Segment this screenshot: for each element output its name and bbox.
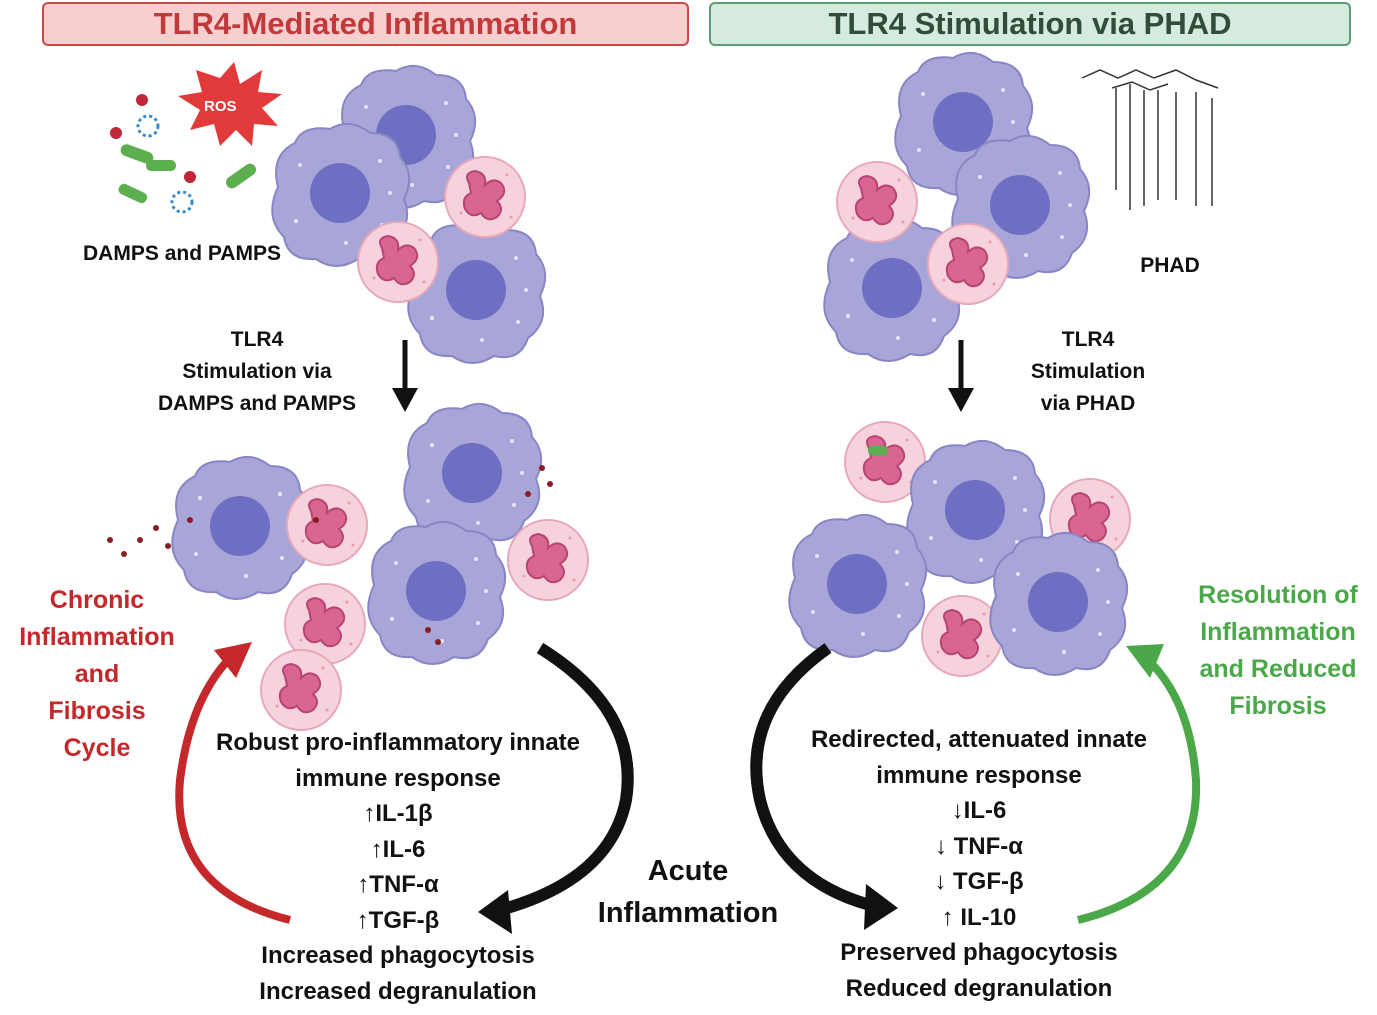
right-arrow-label-line: TLR4 — [1061, 328, 1115, 351]
resolution-cycle-arrow — [1077, 657, 1201, 924]
ros-label: ROS — [204, 98, 237, 115]
response-line: Preserved phagocytosis — [840, 939, 1118, 966]
neutrophil-cell — [921, 595, 1003, 677]
left-arrow-label-line: TLR4 — [230, 328, 284, 351]
down-arrow-left — [392, 340, 418, 412]
cycle-label-line: Resolution of — [1198, 581, 1358, 609]
neutrophil-cell — [260, 649, 342, 731]
right-panel-title: TLR4 Stimulation via PHAD — [709, 2, 1351, 46]
damps-pamps-label: DAMPS and PAMPS — [83, 242, 281, 265]
response-line: Reduced degranulation — [845, 974, 1113, 1002]
phad-molecule-icon — [1081, 69, 1219, 210]
neutrophil-cell — [444, 156, 526, 238]
left-response-block: Robust pro-inflammatory innate immune re… — [178, 725, 618, 1009]
left-arrow-label: TLR4 Stimulation via DAMPS and PAMPS — [140, 324, 374, 420]
left-pathogen-cluster — [110, 94, 257, 214]
response-line: Increased degranulation — [259, 977, 537, 1005]
neutrophil-cell — [927, 223, 1009, 305]
phad-label: PHAD — [1140, 254, 1200, 277]
cytokine-line: ↑ IL-10 — [941, 903, 1017, 931]
cytokine-line: ↑IL-1β — [363, 800, 433, 827]
cycle-label-line: Fibrosis — [1229, 692, 1327, 720]
neutrophil-cell — [357, 221, 439, 303]
down-arrow-right — [948, 340, 974, 412]
right-acute-arrow — [750, 643, 872, 911]
left-granule-spray — [107, 465, 553, 645]
response-line: Redirected, attenuated innate — [810, 726, 1148, 753]
left-arrow-label-line: Stimulation via — [182, 360, 332, 383]
chronic-cycle-arrow — [175, 655, 291, 924]
cycle-label-line: Fibrosis — [48, 697, 146, 725]
macrophage-cell — [788, 513, 928, 658]
cytokine-line: ↑TGF-β — [356, 906, 440, 934]
resolution-cycle-label: Resolution of Inflammation and Reduced F… — [1182, 577, 1374, 725]
response-line: Increased phagocytosis — [261, 942, 535, 969]
neutrophil-cell — [836, 161, 918, 243]
chronic-cycle-label: Chronic Inflammation and Fibrosis Cycle — [4, 582, 190, 767]
right-arrow-label: TLR4 Stimulation via PHAD — [1000, 324, 1176, 420]
acute-inflammation-label: Acute Inflammation — [582, 850, 794, 934]
macrophage-cell — [403, 402, 543, 547]
neutrophil-cell — [286, 484, 368, 566]
macrophage-cell — [989, 531, 1129, 676]
left-acute-arrow — [498, 642, 634, 916]
cycle-label-line: Inflammation — [1200, 618, 1356, 646]
response-line: immune response — [295, 764, 501, 792]
right-arrow-label-line: via PHAD — [1040, 392, 1136, 415]
ros-burst-icon — [178, 62, 282, 146]
right-arrow-label-line: Stimulation — [1030, 360, 1146, 383]
cytokine-line: ↓ TGF-β — [934, 868, 1024, 895]
cytokine-line: ↑IL-6 — [370, 835, 426, 863]
right-response-block: Redirected, attenuated innate immune res… — [764, 722, 1194, 1006]
cycle-label-line: and Reduced — [1199, 655, 1357, 683]
left-panel-title: TLR4-Mediated Inflammation — [42, 2, 689, 46]
left-arrow-label-line: DAMPS and PAMPS — [158, 392, 356, 415]
response-line: Robust pro-inflammatory innate — [215, 729, 581, 756]
center-label-line: Acute — [647, 855, 729, 887]
cycle-label-line: and — [74, 660, 120, 688]
cytokine-line: ↓IL-6 — [951, 797, 1007, 824]
cycle-label-line: Chronic — [49, 586, 145, 614]
bacterium-icon — [868, 446, 888, 455]
cycle-label-line: Inflammation — [19, 623, 175, 651]
cytokine-line: ↓ TNF-α — [934, 832, 1024, 860]
center-label-line: Inflammation — [597, 897, 779, 929]
response-line: immune response — [876, 761, 1082, 789]
cycle-label-line: Cycle — [63, 734, 131, 762]
cytokine-line: ↑TNF-α — [357, 871, 439, 898]
neutrophil-cell — [507, 519, 589, 601]
